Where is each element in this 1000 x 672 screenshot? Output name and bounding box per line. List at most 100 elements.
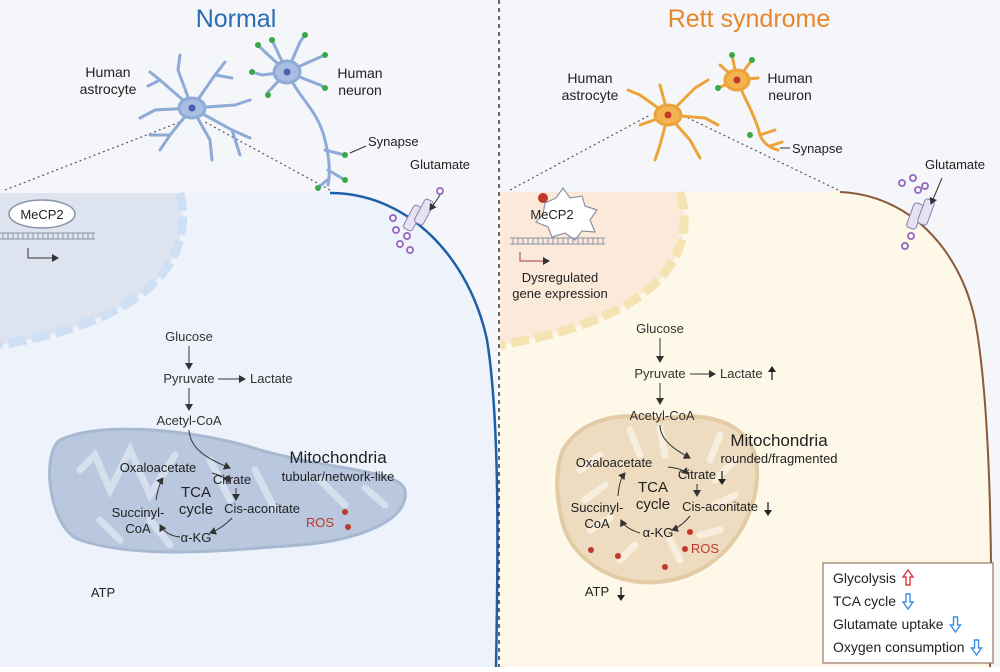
decrease-arrow-icon — [901, 593, 915, 611]
rett-mecp2-mutated-protein — [534, 186, 598, 241]
normal-acetyl-coa: Acetyl-CoA — [156, 413, 221, 428]
rett-ros-label: ROS — [691, 541, 720, 556]
normal-panel: Normal Human astrocyte Human neuron — [0, 0, 499, 668]
normal-neuron-label-1: Human — [337, 65, 382, 81]
normal-mitochondria-state: tubular/network-like — [282, 469, 395, 484]
rett-gene-expression-label-2: gene expression — [512, 286, 607, 301]
normal-glutamate-dots — [389, 187, 444, 254]
normal-mitochondria-label: Mitochondria — [289, 448, 387, 467]
summary-label: Oxygen consumption — [833, 639, 965, 655]
rett-title: Rett syndrome — [668, 5, 831, 33]
normal-succinyl-coa-2: CoA — [125, 521, 151, 536]
rett-synapse-label: Synapse — [792, 141, 843, 156]
rett-mutation-icon — [538, 193, 548, 203]
normal-astrocyte-label-1: Human — [85, 64, 130, 80]
normal-glutamate-label: Glutamate — [410, 157, 470, 172]
normal-neuron-label-2: neuron — [338, 82, 382, 98]
normal-citrate: Citrate — [213, 472, 251, 487]
normal-ros-label: ROS — [306, 515, 335, 530]
normal-alpha-kg: α-KG — [181, 530, 212, 545]
rett-synapse-dots — [715, 52, 755, 138]
rett-cis-aconitate: Cis-aconitate — [682, 499, 758, 514]
rett-astrocyte-label-1: Human — [567, 70, 612, 86]
rett-pyruvate: Pyruvate — [634, 366, 685, 381]
rett-mitochondria-state: rounded/fragmented — [720, 451, 837, 466]
normal-tca-label-1: TCA — [181, 484, 211, 501]
decrease-arrow-icon — [970, 639, 983, 657]
rett-nuclear-envelope — [499, 190, 689, 350]
increase-arrow-icon — [901, 568, 915, 586]
normal-synapse-pointer — [349, 145, 367, 154]
normal-acetyl-entry-arrow — [188, 429, 231, 470]
rett-transcription-arrow — [519, 252, 550, 265]
summary-label: Glutamate uptake — [833, 616, 944, 632]
rett-astrocyte-icon — [626, 78, 720, 162]
normal-atp: ATP — [91, 585, 115, 600]
normal-cell-membrane — [329, 191, 499, 668]
normal-transcription-arrow — [27, 248, 59, 262]
rett-alpha-kg: α-KG — [643, 525, 674, 540]
rett-mitochondria-label: Mitochondria — [730, 431, 828, 450]
rett-nucleus — [500, 192, 685, 345]
normal-zoom-line-right — [204, 121, 331, 191]
normal-mecp2-label: MeCP2 — [20, 207, 63, 222]
rett-gene-expression-label-1: Dysregulated — [522, 270, 599, 285]
normal-glucose: Glucose — [165, 329, 213, 344]
rett-mecp2-label: MeCP2 — [530, 207, 573, 222]
normal-dna-icon — [0, 232, 95, 240]
normal-mitochondrion-icon — [48, 427, 407, 554]
rett-neuron-icon — [716, 53, 784, 152]
rett-acetyl-coa: Acetyl-CoA — [629, 408, 694, 423]
rett-mitochondrion-icon — [555, 414, 760, 585]
rett-cis-aconitate-down-icon — [764, 502, 772, 516]
rett-neuron-label-1: Human — [767, 70, 812, 86]
rett-panel: Rett syndrome Human astrocyte Human neur… — [499, 0, 1000, 668]
rett-ros-dots — [588, 529, 693, 570]
rett-neuron-label-2: neuron — [768, 87, 812, 103]
rett-oxaloacetate: Oxaloacetate — [576, 455, 653, 470]
rett-acetyl-entry-arrow — [659, 424, 691, 459]
rett-lactate: Lactate — [720, 366, 763, 381]
normal-tca-label-2: cycle — [179, 501, 213, 518]
rett-glucose: Glucose — [636, 321, 684, 336]
normal-succinyl-coa-1: Succinyl- — [112, 505, 165, 520]
normal-lactate: Lactate — [250, 371, 293, 386]
rett-citrate: Citrate — [678, 467, 716, 482]
rett-glutamate-uptake-arrow — [929, 177, 943, 205]
normal-cis-aconitate: Cis-aconitate — [224, 501, 300, 516]
normal-neuron-icon — [250, 33, 347, 190]
rett-zoom-line-left — [509, 114, 651, 191]
rett-dna-icon — [510, 237, 605, 245]
rett-astrocyte-label-2: astrocyte — [562, 87, 619, 103]
rett-lactate-up-icon — [768, 366, 776, 380]
normal-ros-dot — [345, 524, 351, 530]
rett-succinyl-coa-1: Succinyl- — [571, 500, 624, 515]
normal-nucleus — [0, 193, 183, 345]
normal-glutamate-uptake-arrow — [429, 194, 441, 211]
normal-tca-cycle-arrows — [155, 472, 240, 538]
normal-title: Normal — [196, 5, 277, 33]
rett-glutamate-label: Glutamate — [925, 157, 985, 172]
summary-label: Glycolysis — [833, 570, 896, 586]
rett-citrate-down-icon — [718, 471, 726, 485]
normal-astrocyte-icon — [138, 53, 252, 162]
rett-atp: ATP — [585, 584, 609, 599]
normal-glutamate-transporter-icon — [403, 198, 434, 232]
normal-ros-dot — [342, 509, 348, 515]
rett-tca-cycle-arrows — [617, 466, 701, 534]
normal-nuclear-envelope — [0, 192, 188, 350]
normal-synapse-dots — [249, 32, 348, 191]
decrease-arrow-icon — [949, 616, 962, 634]
normal-oxaloacetate: Oxaloacetate — [120, 460, 197, 475]
rett-glutamate-dots — [898, 174, 929, 250]
normal-zoom-line-left — [4, 121, 181, 191]
normal-astrocyte-label-2: astrocyte — [80, 81, 137, 97]
rett-atp-down-icon — [617, 587, 625, 601]
rett-tca-label-2: cycle — [636, 496, 670, 513]
normal-synapse-label: Synapse — [368, 134, 419, 149]
normal-pyruvate: Pyruvate — [163, 371, 214, 386]
